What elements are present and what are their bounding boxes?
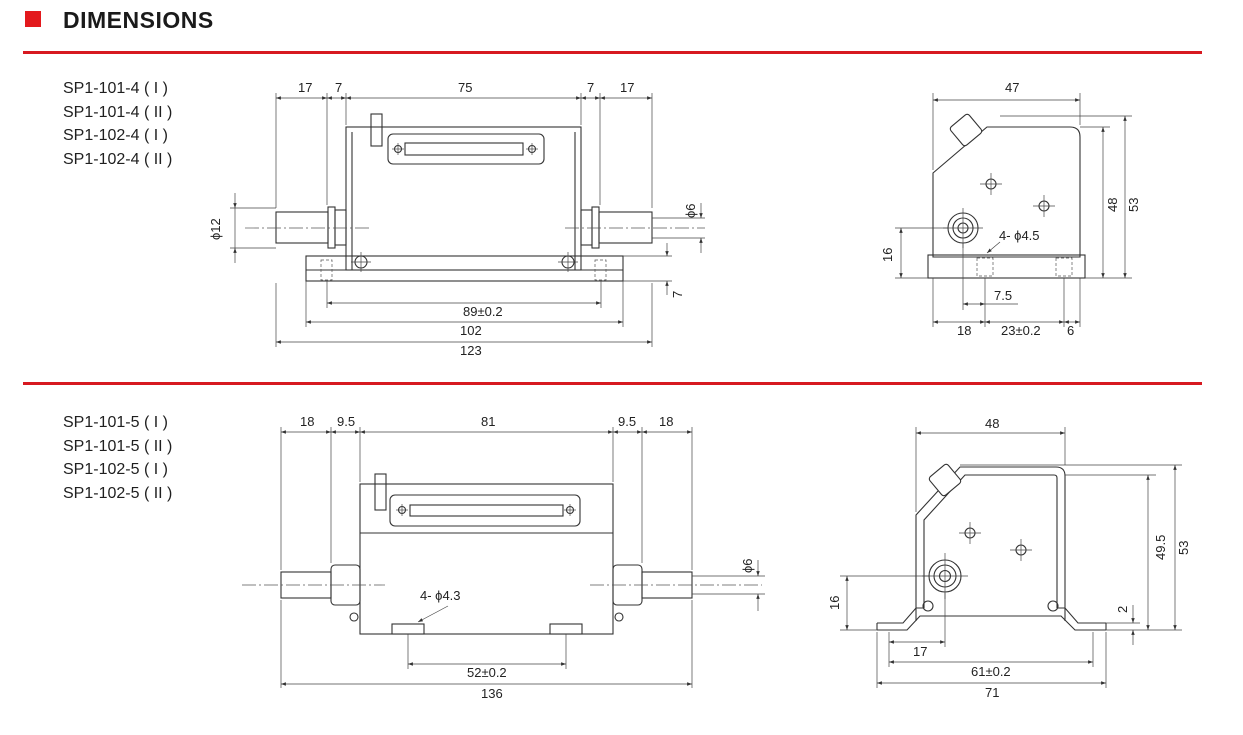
dim-52: 52±0.2	[467, 665, 507, 680]
dim-48: 48	[1105, 198, 1120, 212]
dim-16: 16	[880, 248, 895, 262]
dim-53: 53	[1126, 198, 1141, 212]
label-hole-4-phi4-3: 4- ϕ4.3	[420, 588, 461, 603]
model-label: SP1-101-5 ( I )	[63, 414, 168, 431]
dim-102: 102	[460, 323, 482, 338]
dim-9-5-right: 9.5	[618, 414, 636, 429]
dim-phi12: ϕ12	[208, 218, 223, 240]
page-title: DIMENSIONS	[63, 7, 214, 33]
dim-7-vertical: 7	[670, 291, 685, 298]
dim-18-left: 18	[300, 414, 314, 429]
title-marker	[25, 11, 41, 27]
dim-2: 2	[1115, 606, 1130, 613]
dim-136: 136	[481, 686, 503, 701]
model-label: SP1-101-4 ( I )	[63, 80, 168, 97]
model-label: SP1-102-5 ( II )	[63, 484, 173, 502]
dim-89: 89±0.2	[463, 304, 503, 319]
model-label: SP1-101-5 ( II )	[63, 437, 173, 455]
section-divider-middle	[23, 382, 1202, 385]
dim-75: 75	[458, 80, 472, 95]
dim-23: 23±0.2	[1001, 323, 1041, 338]
dim-phi6-section2: ϕ6	[740, 558, 755, 573]
dim-7-5: 7.5	[994, 288, 1012, 303]
section-divider-top	[23, 51, 1202, 54]
dim-9-5-left: 9.5	[337, 414, 355, 429]
dim-7-right: 7	[587, 80, 594, 95]
dim-123: 123	[460, 343, 482, 358]
dim-18: 18	[957, 323, 971, 338]
dim-71: 71	[985, 685, 999, 700]
side-view-section2: 48 49.5 53 2 16 17 61±0.2 71	[827, 416, 1191, 700]
dim-6: 6	[1067, 323, 1074, 338]
front-view-section2: 4- ϕ4.3 18 9.5 81 9.5 18 ϕ6 52±0.2 136	[242, 414, 765, 701]
dim-17-right: 17	[620, 80, 634, 95]
dim-47: 47	[1005, 80, 1019, 95]
front-view-section1: 17 7 75 7 17 ϕ12 ϕ6 7 89±0.2 102	[208, 80, 705, 358]
dim-17-section2: 17	[913, 644, 927, 659]
dim-53-section2: 53	[1176, 541, 1191, 555]
dim-48-section2: 48	[985, 416, 999, 431]
dim-49-5: 49.5	[1153, 535, 1168, 560]
model-list-section1: SP1-101-4 ( I ) SP1-101-4 ( II ) SP1-102…	[63, 77, 172, 171]
model-label: SP1-102-5 ( I )	[63, 461, 168, 478]
label-hole-4-phi4-5: 4- ϕ4.5	[999, 228, 1040, 243]
dim-61: 61±0.2	[971, 664, 1011, 679]
dim-16-section2: 16	[827, 596, 842, 610]
dim-7-left: 7	[335, 80, 342, 95]
dim-phi6: ϕ6	[683, 203, 698, 218]
dim-18-right: 18	[659, 414, 673, 429]
dim-17-left: 17	[298, 80, 312, 95]
model-list-section2: SP1-101-5 ( I ) SP1-101-5 ( II ) SP1-102…	[63, 411, 172, 505]
model-label: SP1-102-4 ( II )	[63, 150, 173, 168]
dim-81: 81	[481, 414, 495, 429]
model-label: SP1-101-4 ( II )	[63, 103, 173, 121]
model-label: SP1-102-4 ( I )	[63, 127, 168, 144]
side-view-section1: 4- ϕ4.5 47 48 53 16 7.5 18 23±0.2 6	[880, 80, 1141, 338]
